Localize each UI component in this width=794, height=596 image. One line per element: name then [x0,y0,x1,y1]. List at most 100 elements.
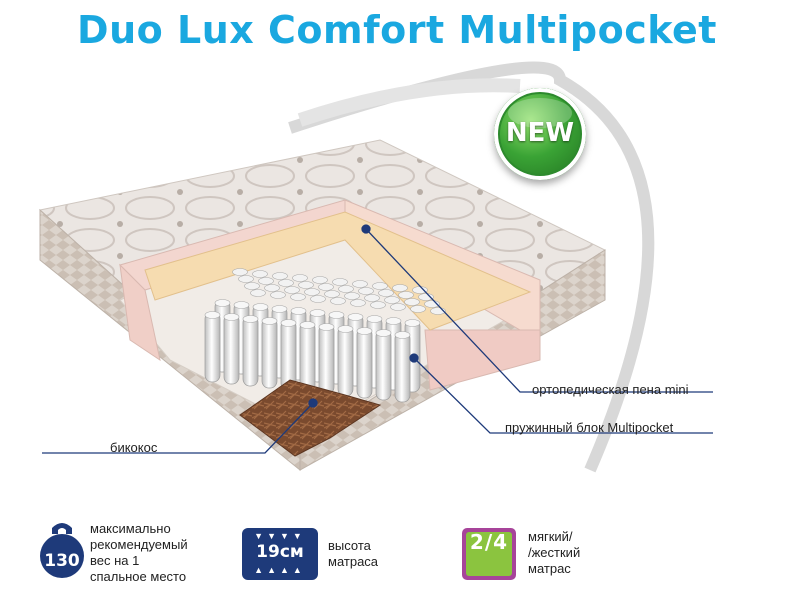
weight-icon-value: 130 [44,551,80,571]
spring-pocket [204,311,221,383]
spring-pocket [223,313,240,385]
spring-pocket-top-back [304,288,320,296]
spring-pocket-top-back [250,289,266,297]
spring-pocket-top [223,313,240,321]
height-arrows-bottom: ▲▲▲▲ [254,565,306,575]
spring-pocket-top [385,317,402,325]
spring-pocket-top-back [252,270,268,278]
spring-pocket-top-back [298,281,314,289]
spring-pocket-top-back [392,284,408,292]
spring-pocket-top-back [404,298,420,306]
firmness-icon-inner [466,532,512,576]
spring-pocket [242,315,259,387]
firmness-icon: 2/4 [462,528,516,580]
badge-shine [508,98,572,128]
spring-pocket-top-back [338,285,354,293]
spring-pocket-top-back [410,305,426,313]
spring-pocket-top-back [384,296,400,304]
spring-pocket-top [337,325,354,333]
firmness-icon-value: 2/4 [469,530,509,554]
spring-pocket-top [204,311,221,319]
spring-pocket [318,323,335,395]
spring-block [204,268,446,403]
spring-pocket-top [328,311,345,319]
height-icon: ▼▼▼▼ 19см ▲▲▲▲ [242,528,318,580]
new-badge: NEW [494,88,586,180]
callout-foam: ортопедическая пена mini [532,382,689,397]
weight-line-1: максимально [90,521,171,536]
callout-coir: бикокос [110,440,158,455]
weight-icon-shape [40,523,84,578]
spring-pocket-top [394,331,411,339]
spring-pocket-top [271,305,288,313]
spring-pocket-top-back [358,287,374,295]
height-feature-text: высота матраса [328,538,378,570]
spring-pocket [337,325,354,397]
spring-pocket [261,317,278,389]
spring-pocket-top-back [278,279,294,287]
spring-pocket-top-back [344,292,360,300]
spring-pocket [375,329,392,401]
coir-layer [239,379,382,457]
spring-pocket-top-back [264,284,280,292]
spring-pocket-top-back [244,282,260,290]
spring-pocket-top [299,321,316,329]
firmness-feature-text: мягкий/ /жесткий матрас [528,529,580,577]
weight-icon: 130 [40,521,84,577]
product-title: Duo Lux Comfort Multipocket [77,8,717,52]
height-line-2: матраса [328,554,379,569]
spring-pocket-top-back [292,274,308,282]
firmness-line-1: мягкий/ [528,529,573,544]
height-arrows-top: ▼▼▼▼ [254,531,306,541]
spring-pocket-top-back [330,297,346,305]
height-icon-value: 19см [256,542,304,562]
spring-pocket-top [280,319,297,327]
firmness-line-3: матрас [528,561,571,576]
decorative-arc-top [297,78,521,127]
foam-leader [365,228,713,393]
spring-pocket-top-back [372,282,388,290]
spring-leader [413,357,713,434]
spring-pocket-top [375,329,392,337]
spring-pocket-top-back [290,293,306,301]
spring-pocket-top [356,327,373,335]
spring-pocket [299,321,316,393]
weight-line-2: рекомендуемый [90,537,188,552]
spring-pocket-top [309,309,326,317]
spring-pocket-top [242,315,259,323]
spring-pocket-top-back [390,303,406,311]
spring-pocket-top [233,301,250,309]
coir-leader [42,402,314,454]
spring-pocket-top-back [364,294,380,302]
weight-line-3: вес на 1 [90,553,140,568]
spring-pocket-top-back [324,290,340,298]
spring-pocket-top-back [272,272,288,280]
cutaway-wall-front-right [424,329,541,391]
spring-pocket-top [252,303,269,311]
weight-line-4: спальное место [90,569,187,584]
spring-pocket-top-back [238,275,254,283]
spring-pocket-top-back [370,301,386,309]
spring-pocket-top-back [418,293,434,301]
spring-pocket-top-back [352,280,368,288]
cutaway-wall-left [119,263,161,362]
spring-pocket [280,319,297,391]
spring-pocket-top-back [378,289,394,297]
new-badge-label: NEW [505,118,575,148]
callout-springs: пружинный блок Multipocket [505,420,674,435]
firmness-line-2: /жесткий [528,545,581,560]
spring-pocket [356,327,373,399]
spring-pocket-top-back [284,286,300,294]
spring-pocket-top [290,307,307,315]
weight-feature-text: максимально рекомендуемый вес на 1 спаль… [90,521,188,585]
spring-pocket-top-back [318,283,334,291]
spring-pocket-top-back [398,291,414,299]
spring-pocket [394,331,411,403]
spring-pocket-top [366,315,383,323]
spring-pocket-top [347,313,364,321]
spring-pocket-top [404,319,421,327]
spring-pocket-top-back [270,291,286,299]
spring-pocket-top-back [310,295,326,303]
spring-pocket-top-back [350,299,366,307]
